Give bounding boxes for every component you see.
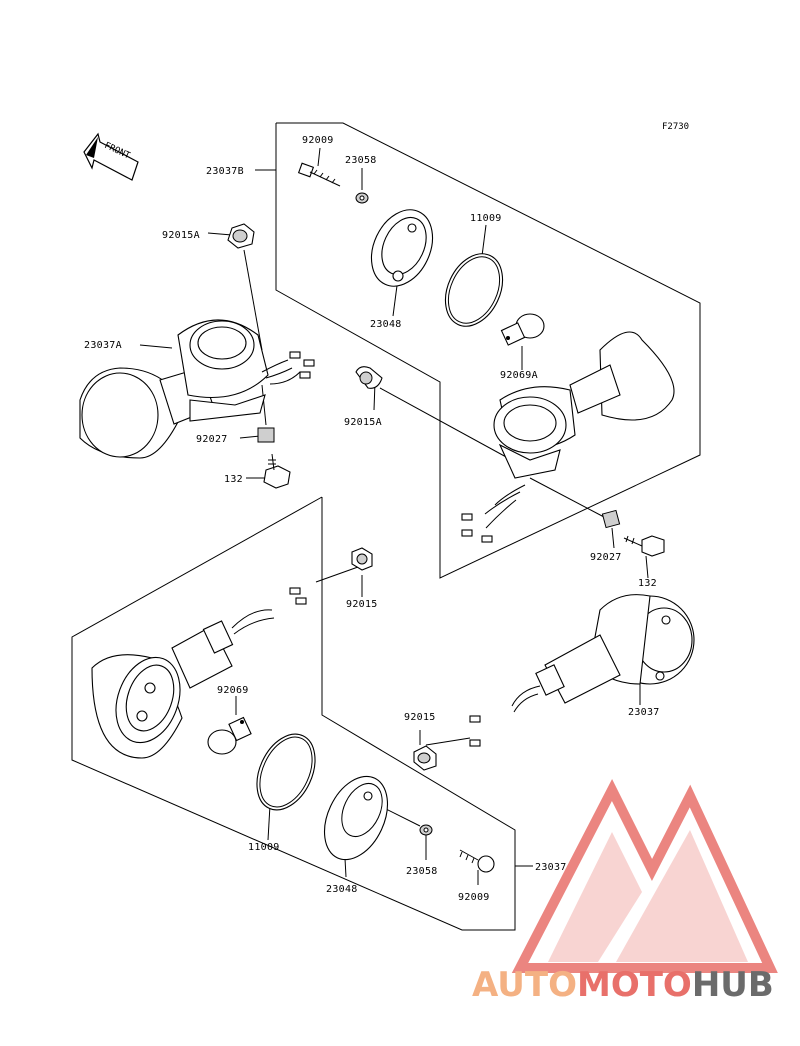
label-132-right: 132 xyxy=(638,578,657,589)
bolt-132-right xyxy=(623,535,665,557)
label-92015-low: 92015 xyxy=(404,712,436,723)
label-92027-right: 92027 xyxy=(590,552,622,563)
watermark-part1: AUTO xyxy=(472,965,577,1005)
label-92009-top: 92009 xyxy=(302,135,334,146)
label-23037-low: 23037 xyxy=(535,862,567,873)
cap-92015A-left xyxy=(227,223,255,249)
label-92015A-left: 92015A xyxy=(162,230,200,241)
label-11009-low: 11009 xyxy=(248,842,280,853)
part-labels: 23037B 92009 23058 11009 92015A 23048 92… xyxy=(84,135,660,903)
bushing-92027-right xyxy=(601,509,621,529)
label-23048-low: 23048 xyxy=(326,884,358,895)
lens-23048-low xyxy=(323,775,389,861)
label-132-left: 132 xyxy=(224,474,243,485)
nut-23058-top xyxy=(355,192,369,204)
front-arrow-icon: FRONT xyxy=(83,132,139,181)
lens-rim-23048-top xyxy=(370,209,434,287)
label-23037-right: 23037 xyxy=(628,707,660,718)
lower-panel-outline xyxy=(71,496,516,931)
turn-signal-left-front xyxy=(79,319,315,459)
nut-92015-mid xyxy=(351,547,373,571)
bulb-92069A xyxy=(500,313,545,346)
label-92027-left: 92027 xyxy=(196,434,228,445)
screw-92009-low xyxy=(459,849,495,873)
ring-11009-top xyxy=(444,253,504,327)
nut-92015-low xyxy=(413,745,437,771)
label-23037A: 23037A xyxy=(84,340,122,351)
label-23058-top: 23058 xyxy=(345,155,377,166)
watermark-part2: MOTO xyxy=(577,965,692,1005)
watermark-logo xyxy=(511,778,778,973)
label-92009-low: 92009 xyxy=(458,892,490,903)
upper-panel-outline xyxy=(275,122,701,579)
svg-text:AUTOMOTOHUB: AUTOMOTOHUB xyxy=(472,965,774,1005)
turn-signal-left-rear xyxy=(91,587,307,759)
figure-code: F2730 xyxy=(662,122,689,132)
watermark-text: AUTOMOTOHUB xyxy=(472,965,774,1005)
label-92069A: 92069A xyxy=(500,370,538,381)
label-92069: 92069 xyxy=(217,685,249,696)
bushing-92027-left xyxy=(257,427,275,443)
watermark-part3: HUB xyxy=(692,965,774,1005)
label-23058-low: 23058 xyxy=(406,866,438,877)
screw-92009-top xyxy=(297,162,341,187)
label-23048-top: 23048 xyxy=(370,319,402,330)
label-11009-top: 11009 xyxy=(470,213,502,224)
nut-23058-low xyxy=(419,824,433,836)
label-92015-mid: 92015 xyxy=(346,599,378,610)
bulb-92069 xyxy=(207,716,252,755)
turn-signal-right-rear xyxy=(469,594,695,747)
turn-signal-right-front xyxy=(461,331,675,543)
leader-lines xyxy=(139,147,649,885)
cap-92015A-mid xyxy=(355,366,383,389)
label-92015A-mid: 92015A xyxy=(344,417,382,428)
ring-11009-low xyxy=(256,733,316,811)
bolt-132-left xyxy=(263,453,291,489)
label-23037B: 23037B xyxy=(206,166,244,177)
